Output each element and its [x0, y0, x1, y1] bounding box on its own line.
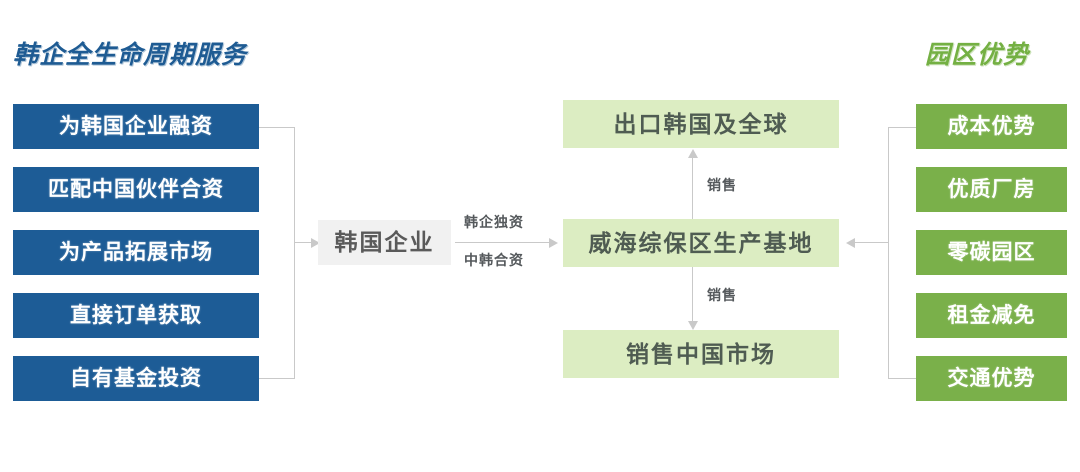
- service-box-label: 自有基金投资: [70, 367, 202, 390]
- right-bracket-arrow-head-icon: [846, 238, 855, 248]
- advantage-box-label: 交通优势: [947, 367, 1036, 390]
- left-bracket-top-stub: [259, 127, 295, 128]
- korean-enterprise-box[interactable]: 韩国企业: [318, 220, 451, 265]
- service-box-direct-orders[interactable]: 直接订单获取: [13, 293, 259, 338]
- domestic-sales-label: 销售中国市场: [626, 340, 776, 367]
- domestic-sales-box[interactable]: 销售中国市场: [563, 330, 839, 378]
- advantage-box-cost[interactable]: 成本优势: [916, 104, 1067, 149]
- right-bracket-spine: [888, 127, 889, 379]
- base-to-export-arrow-head-icon: [688, 149, 698, 158]
- service-box-financing[interactable]: 为韩国企业融资: [13, 104, 259, 149]
- right-bracket-bottom-stub: [888, 378, 917, 379]
- advantage-box-label: 零碳园区: [947, 241, 1036, 264]
- export-global-box[interactable]: 出口韩国及全球: [563, 100, 839, 148]
- right-bracket-arrow-shaft: [855, 242, 889, 243]
- edge-label-sales-export: 销售: [707, 177, 737, 193]
- left-bracket-arrow-shaft: [294, 242, 312, 243]
- left-bracket-arrow-head-icon: [311, 238, 320, 248]
- advantage-box-zero-carbon[interactable]: 零碳园区: [916, 230, 1067, 275]
- service-box-label: 匹配中国伙伴合资: [48, 178, 224, 201]
- advantage-box-rent-reduction[interactable]: 租金减免: [916, 293, 1067, 338]
- base-to-export-arrow-shaft: [692, 157, 693, 219]
- service-box-label: 为产品拓展市场: [59, 241, 213, 264]
- service-box-own-fund-investment[interactable]: 自有基金投资: [13, 356, 259, 401]
- base-to-domestic-arrow-head-icon: [688, 321, 698, 330]
- production-base-box[interactable]: 威海综保区生产基地: [563, 219, 839, 267]
- left-bracket-bottom-stub: [259, 378, 295, 379]
- left-bracket-spine: [294, 127, 295, 379]
- advantage-box-label: 租金减免: [947, 304, 1036, 327]
- edge-label-sales-domestic: 销售: [707, 287, 737, 303]
- right-section-header: 园区优势: [925, 41, 1030, 69]
- service-box-joint-venture-matching[interactable]: 匹配中国伙伴合资: [13, 167, 259, 212]
- right-bracket-top-stub: [888, 127, 917, 128]
- advantage-box-label: 成本优势: [947, 115, 1036, 138]
- korean-enterprise-label: 韩国企业: [334, 229, 435, 255]
- advantage-box-label: 优质厂房: [947, 178, 1036, 201]
- left-section-header: 韩企全生命周期服务: [13, 41, 248, 69]
- advantage-box-transport[interactable]: 交通优势: [916, 356, 1067, 401]
- advantage-box-quality-factory[interactable]: 优质厂房: [916, 167, 1067, 212]
- edge-label-joint-venture: 中韩合资: [464, 252, 524, 268]
- base-to-domestic-arrow-shaft: [692, 267, 693, 322]
- service-box-label: 直接订单获取: [70, 304, 202, 327]
- entity-to-base-arrow-head-icon: [549, 238, 558, 248]
- edge-label-sole-investment: 韩企独资: [464, 214, 524, 230]
- service-box-market-expansion[interactable]: 为产品拓展市场: [13, 230, 259, 275]
- entity-to-base-arrow-shaft: [455, 242, 550, 243]
- production-base-label: 威海综保区生产基地: [588, 229, 814, 256]
- export-global-label: 出口韩国及全球: [613, 110, 789, 137]
- service-box-label: 为韩国企业融资: [59, 115, 213, 138]
